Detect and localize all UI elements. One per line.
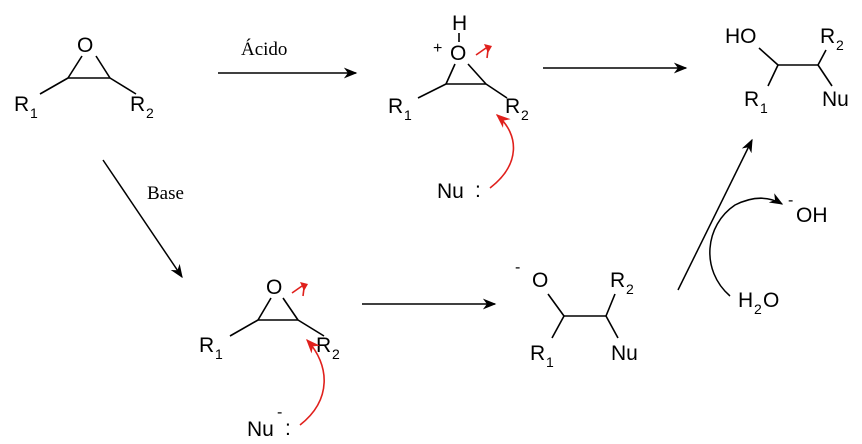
base-nucleophile-lone-pair: : xyxy=(285,417,291,440)
protonation-arrow xyxy=(677,138,753,291)
protonated-r2-label: R xyxy=(505,95,520,118)
acid-nucleophile-lone-pair: : xyxy=(475,179,481,202)
alkoxide-nucleophile: Nu xyxy=(611,342,638,365)
alkoxide-r2-bond xyxy=(605,293,616,317)
product-r1-label: R xyxy=(744,88,759,111)
acid-bond-break-arrowhead xyxy=(484,44,492,53)
alkoxide-oxygen: O xyxy=(532,269,548,292)
product-r1-subscript: 1 xyxy=(760,100,768,116)
protonated-bond-r1 xyxy=(417,83,447,99)
product-hydroxyl: HO xyxy=(725,25,757,48)
product-r2-label: R xyxy=(820,25,835,48)
acid-bond-break-arrow xyxy=(475,47,487,56)
protonated-oxygen: O xyxy=(450,42,466,65)
alkoxide-intermediate: - O R 2 R 1 Nu xyxy=(515,259,638,370)
base-bond-break-tail xyxy=(302,287,305,297)
alkoxide-co-bond xyxy=(547,293,565,317)
water-to-hydroxide-curved-arrow xyxy=(709,193,784,297)
protonated-co-bond-left xyxy=(445,63,456,85)
base-attack-curved-arrow xyxy=(299,338,325,426)
base-epoxide-r2-label: R xyxy=(316,334,331,357)
alkoxide-r1-bond xyxy=(551,315,565,339)
epoxide-oxygen: O xyxy=(77,34,93,57)
water-subscript: 2 xyxy=(754,301,762,317)
acid-attack-curved-arrow xyxy=(489,114,515,189)
alkoxide-nu-bond xyxy=(605,315,619,339)
protonated-epoxide: H + O R 1 R 2 xyxy=(388,12,529,123)
product-ho-bond xyxy=(758,47,779,66)
protonated-r1-label: R xyxy=(388,95,403,118)
base-bond-break-arrow xyxy=(291,285,303,294)
water-hydrogen: H xyxy=(738,289,753,312)
alkoxide-negative-charge: - xyxy=(515,259,520,276)
epoxide-r1-subscript: 1 xyxy=(30,105,38,121)
epoxide-base: O R 1 R 2 xyxy=(199,276,340,362)
base-epoxide-r2-subscript: 2 xyxy=(332,346,340,362)
product-nucleophile: Nu xyxy=(822,88,849,111)
base-epoxide-bond-r1 xyxy=(229,319,259,337)
oxonium-plus-charge: + xyxy=(433,40,442,57)
epoxide-co-bond-left xyxy=(67,55,83,79)
epoxide-start: O R 1 R 2 xyxy=(14,34,154,121)
acid-bond-break-tail xyxy=(486,49,489,59)
protonated-co-bond-right xyxy=(467,63,487,85)
protonated-r1-subscript: 1 xyxy=(404,107,412,123)
base-reaction-arrow xyxy=(102,159,183,279)
base-epoxide-bond-r2 xyxy=(297,319,325,337)
base-label: Base xyxy=(147,183,184,204)
protonated-bond-r2 xyxy=(485,83,508,99)
base-nucleophile-charge: - xyxy=(277,404,282,421)
base-epoxide-co-bond-right xyxy=(282,297,299,321)
product-r1-bond xyxy=(767,64,779,87)
epoxide-bond-r1 xyxy=(39,77,69,95)
epoxide-bond-r2 xyxy=(109,77,137,95)
alkoxide-r1-label: R xyxy=(530,342,545,365)
epoxide-r1-label: R xyxy=(14,93,29,116)
alkoxide-r2-label: R xyxy=(610,269,625,292)
hydroxide-charge: - xyxy=(788,192,793,209)
hydroxide-ion: OH xyxy=(796,204,828,227)
base-epoxide-r1-label: R xyxy=(199,334,214,357)
product-r2-bond xyxy=(817,49,827,66)
acid-label: Ácido xyxy=(241,38,287,60)
epoxide-r2-subscript: 2 xyxy=(146,105,154,121)
water-oxygen: O xyxy=(763,289,779,312)
protonated-hydrogen: H xyxy=(452,12,467,35)
product-r2-subscript: 2 xyxy=(836,37,844,53)
base-epoxide-co-bond-left xyxy=(257,297,272,321)
base-epoxide-oxygen: O xyxy=(266,276,282,299)
epoxide-r2-label: R xyxy=(130,93,145,116)
alkoxide-r1-subscript: 1 xyxy=(546,354,554,370)
product-nu-bond xyxy=(817,64,833,87)
base-bond-break-arrowhead xyxy=(300,282,308,291)
protonated-r2-subscript: 2 xyxy=(521,107,529,123)
epoxide-co-bond-right xyxy=(95,55,111,79)
base-epoxide-r1-subscript: 1 xyxy=(215,346,223,362)
base-nucleophile: Nu xyxy=(247,418,274,441)
ring-opened-product: HO R 2 R 1 Nu xyxy=(725,25,849,116)
acid-nucleophile: Nu xyxy=(437,180,464,203)
alkoxide-r2-subscript: 2 xyxy=(626,281,634,297)
